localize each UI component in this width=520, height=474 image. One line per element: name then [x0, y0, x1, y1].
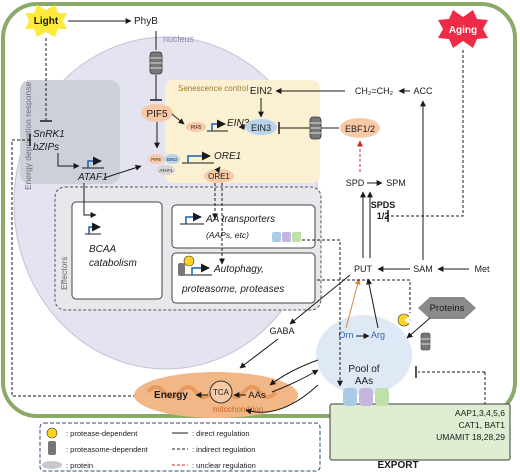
ataf1-gene-label: ATAF1 — [77, 172, 108, 183]
ore1-protein — [204, 169, 234, 183]
cluster-pif5-label: PIF5 — [151, 157, 161, 162]
gaba-label: GABA — [269, 326, 294, 336]
cluster-ataf1-label: ATAF1 — [159, 168, 173, 173]
aa-transporters-line-1: AA transporters — [205, 214, 275, 225]
ein3-protein — [245, 119, 277, 135]
mito-aas-label: AAs — [248, 390, 266, 401]
met-label: Met — [474, 264, 490, 274]
tca-cycle — [209, 380, 233, 404]
cluster-pif5 — [148, 154, 164, 164]
export-line-2: CAT1, BAT1 — [459, 420, 506, 430]
ataf1-to-bcaa-arrow — [83, 183, 97, 218]
energy-label: Energy — [154, 390, 188, 401]
arg-to-put-arrow — [366, 278, 379, 329]
proteasome-icon-autophagy — [178, 263, 185, 276]
aging-label: Aging — [449, 25, 477, 36]
bcaa-box — [71, 201, 163, 300]
cluster-ein3-label: EIN3 — [167, 157, 178, 162]
legend-protein-icon — [42, 461, 62, 469]
legend-indirect: : indirect regulation — [192, 445, 255, 454]
legend-unclear: : unclear regulation — [192, 461, 256, 470]
ataf1-to-ore1-arrow — [103, 164, 142, 179]
orn-label: Orn — [338, 330, 353, 340]
export-label: EXPORT — [377, 460, 418, 471]
aa-transporters-line-2: (AAPs, etc) — [206, 230, 249, 240]
nucleus-label: nucleus — [163, 34, 195, 44]
autophagy-to-pool-dashed — [317, 279, 411, 313]
legend-protease: : protease-dependent — [66, 429, 138, 438]
pool-label-2: AAs — [355, 376, 373, 387]
phyb-label: PhyB — [134, 16, 158, 27]
bcaa-line-1: BCAA — [89, 244, 117, 255]
energy-panel-label: Energy deprivation response — [23, 82, 33, 190]
pif5-protein — [141, 104, 173, 122]
spd-label: SPD — [346, 178, 365, 188]
export-line-3: UMAMIT 18,28,29 — [436, 432, 505, 442]
legend-box — [39, 422, 321, 472]
aging-star-icon — [438, 10, 488, 48]
effectors-panel-label: Effectors — [59, 257, 69, 290]
proteasome-icon-proteins — [420, 332, 431, 351]
proteasome-icon-phyb — [149, 51, 163, 75]
tca-label: TCA — [213, 388, 230, 397]
pif5-to-ein3-arrow — [171, 113, 185, 125]
cluster-ein3 — [164, 154, 180, 164]
export-line-1: AAP1,3,4,5,6 — [455, 408, 505, 418]
proteins-hexagon — [418, 297, 476, 319]
export-box — [329, 403, 511, 461]
spds-label-1: SPDS — [371, 200, 396, 210]
transporter-to-export-dashed — [299, 232, 343, 387]
proteasome-icon-ebf — [309, 116, 322, 140]
acc-label: ACC — [413, 86, 433, 96]
small-pif5-label: PIF5 — [191, 125, 202, 131]
ore1-protein-label: ORE1 — [208, 172, 230, 181]
legend-protein: : protein — [66, 461, 93, 470]
senescence-panel-label: Senescence control — [178, 84, 248, 93]
ethylene-label: CH₂=CH₂ — [355, 86, 394, 96]
autophagy-line-2: proteasome, proteases — [181, 284, 284, 295]
autophagy-line-1: Autophagy, — [213, 264, 264, 275]
spds-label-2: 1/2 — [377, 211, 390, 221]
pool-to-mito-arrow — [269, 359, 319, 386]
light-star-icon — [25, 5, 67, 37]
small-pif5-protein — [186, 122, 206, 132]
legend-proteasome: : proteasome-dependent — [66, 445, 149, 454]
ebf-label: EBF1/2 — [345, 124, 375, 134]
protease-icon-autophagy — [183, 255, 195, 267]
senescence-panel — [165, 80, 320, 183]
snrk1-label: SnRK1 — [33, 129, 65, 140]
put-label: PUT — [354, 264, 373, 274]
ein2-label: EIN2 — [250, 86, 273, 97]
ein3-gene-label: EIN3 — [227, 118, 250, 129]
snrk1-to-ataf1-arrow — [57, 153, 80, 169]
orn-to-put-arrow — [345, 278, 361, 329]
protease-icon-proteins — [397, 313, 411, 327]
bzips-feedback-dashed — [11, 139, 145, 397]
light-label: Light — [34, 16, 59, 27]
legend-proteasome-icon — [48, 441, 56, 455]
bcaa-line-2: catabolism — [89, 258, 137, 269]
cluster-ataf1 — [157, 165, 175, 175]
mito-to-pool-arrow — [271, 369, 319, 393]
bzips-label: bZIPs — [33, 142, 59, 153]
legend-protease-icon — [46, 427, 58, 439]
mitochondrion-label: mitochondrion — [213, 405, 263, 414]
proteins-label: Proteins — [430, 303, 465, 314]
ore1-gene-label: ORE1 — [214, 151, 241, 162]
sam-label: SAM — [413, 264, 433, 274]
pool-to-energy-arrow — [245, 384, 319, 415]
ebf-protein — [340, 118, 380, 138]
spm-label: SPM — [386, 178, 406, 188]
arg-label: Arg — [371, 330, 385, 340]
aging-inhibits-spds — [388, 50, 464, 217]
pool-label-1: Pool of — [348, 364, 379, 375]
legend-direct: : direct regulation — [192, 429, 250, 438]
ein3-protein-label: EIN3 — [251, 123, 271, 133]
pif5-label: PIF5 — [146, 109, 168, 120]
